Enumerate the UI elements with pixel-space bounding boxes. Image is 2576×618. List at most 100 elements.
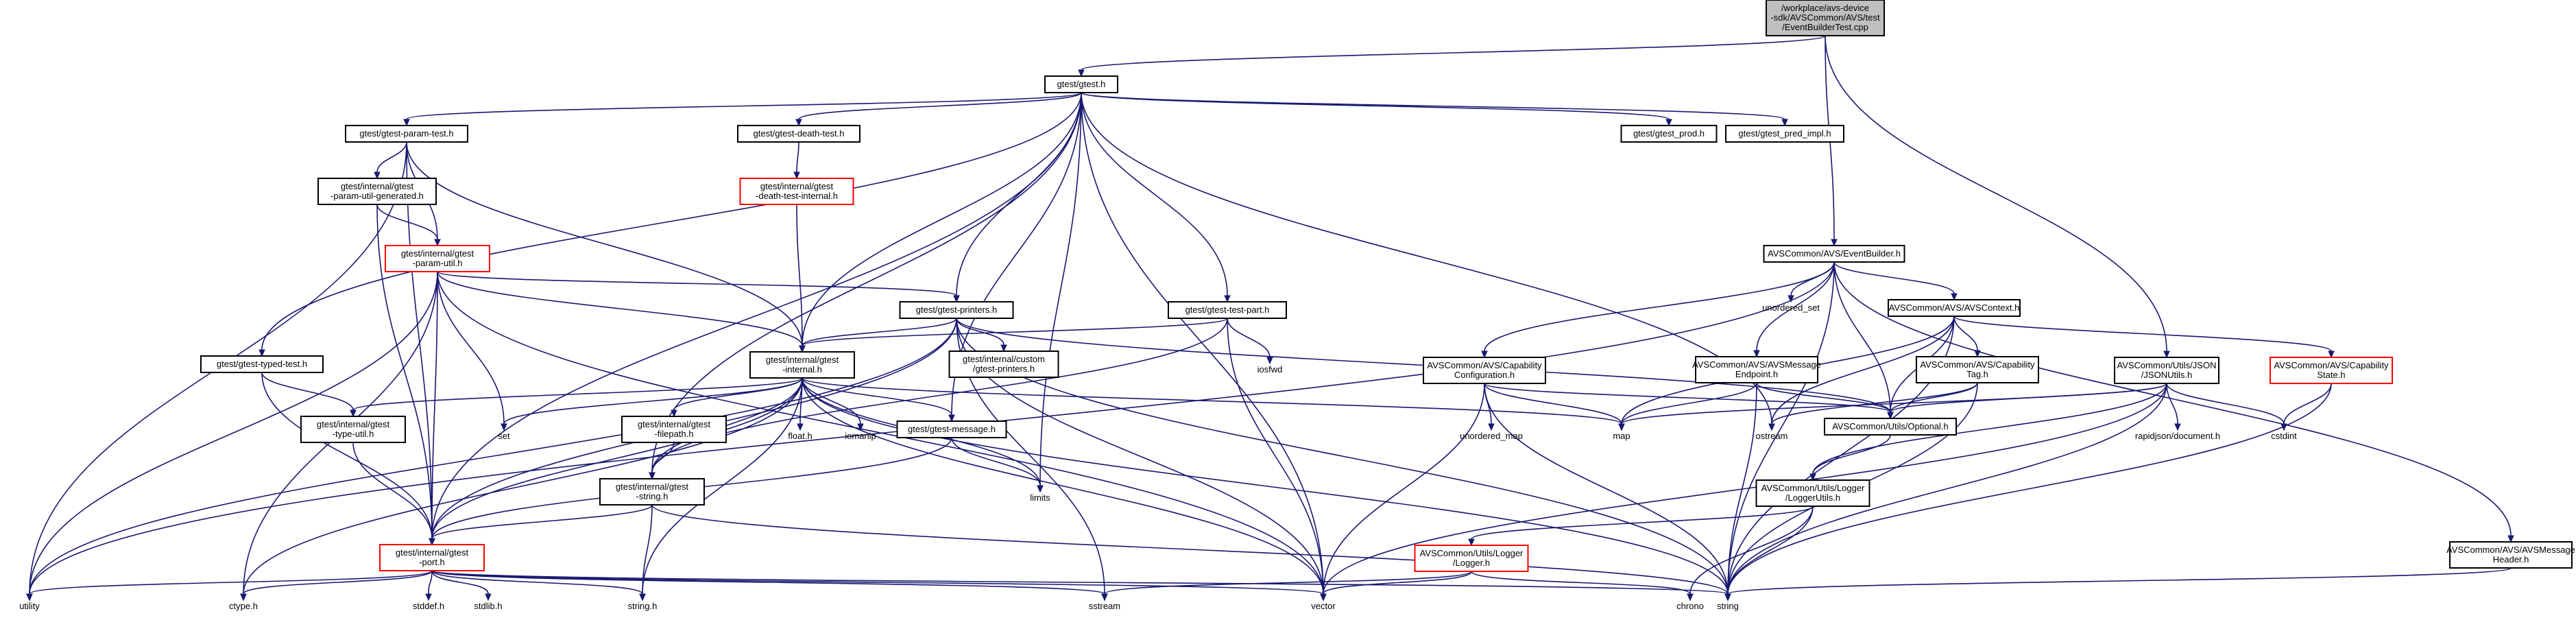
edge-type-util-to-gtest-port <box>352 442 435 546</box>
node-avscontext[interactable]: AVSCommon/AVS/AVSContext.h <box>1888 299 2021 317</box>
edge-line <box>406 141 803 346</box>
node-box <box>737 125 860 143</box>
edge-line <box>261 372 433 539</box>
edge-param-util-to-vector <box>437 271 1327 602</box>
node-loggerutils[interactable]: AVSCommon/Utils/Logger/LoggerUtils.h <box>1755 479 1870 507</box>
node-label: Tag.h <box>1966 369 1988 379</box>
node-label: rapidjson/document.h <box>2135 431 2220 441</box>
node-message[interactable]: gtest/gtest-message.h <box>896 420 1007 438</box>
node-printers[interactable]: gtest/gtest-printers.h <box>899 301 1014 319</box>
node-label: gtest/internal/gtest <box>766 355 839 365</box>
edge-arrowhead <box>799 345 806 353</box>
edge-line <box>1471 571 1691 595</box>
node-test-part[interactable]: gtest/gtest-test-part.h <box>1168 301 1287 319</box>
edge-arrowhead <box>350 409 357 418</box>
node-gtest-internal[interactable]: gtest/internal/gtest-internal.h <box>749 351 855 379</box>
node-eventbuilder-h[interactable]: AVSCommon/AVS/EventBuilder.h <box>1763 245 1905 263</box>
node-death-test[interactable]: gtest/gtest-death-test.h <box>737 125 860 143</box>
node-box <box>300 416 406 443</box>
node-label: AVSCommon/AVS/Capability <box>2274 360 2389 370</box>
node-label: /EventBuilderTest.cpp <box>1782 22 1868 32</box>
node-custom-printers[interactable]: gtest/internal/custom/gtest-printers.h <box>948 350 1059 378</box>
node-param-util[interactable]: gtest/internal/gtest-param-util.h <box>385 245 490 272</box>
node-gtest-pred-impl[interactable]: gtest/gtest_pred_impl.h <box>1725 125 1844 143</box>
edge-jsonutils-to-cstdint <box>2166 383 2287 431</box>
edge-line <box>503 377 803 425</box>
edge-message-to-limits <box>951 437 1044 493</box>
edge-line <box>1621 382 1757 425</box>
edge-arrowhead <box>1266 357 1273 365</box>
node-label: chrono <box>1676 601 1704 611</box>
node-label: ctype.h <box>229 601 258 611</box>
edge-line <box>428 570 433 595</box>
node-box <box>385 245 490 272</box>
node-param-util-generated[interactable]: gtest/internal/gtest-param-util-generate… <box>317 178 437 205</box>
edge-line <box>1081 92 1670 120</box>
edge-arrowhead <box>429 538 435 546</box>
edge-line <box>29 271 438 595</box>
node-type-util[interactable]: gtest/internal/gtest-type-util.h <box>300 416 406 443</box>
node-gtest-port[interactable]: gtest/internal/gtest-port.h <box>379 544 485 571</box>
edge-eventbuilder-h-to-avsmessage-endpoint <box>1753 261 1835 358</box>
edge-line <box>243 377 803 595</box>
node-gtest-prod[interactable]: gtest/gtest_prod.h <box>1620 125 1718 143</box>
edge-arrowhead <box>240 593 247 602</box>
node-label: AVSCommon/AVS/AVSContext.h <box>1889 302 2020 313</box>
edge-line <box>1471 506 1814 540</box>
node-root[interactable]: /workplace/avs-device-sdk/AVSCommon/AVS/… <box>1766 0 1885 36</box>
node-label: -death-test-internal.h <box>756 191 838 201</box>
node-label: State.h <box>2317 370 2345 380</box>
node-label: gtest/gtest-printers.h <box>916 305 998 315</box>
edge-line <box>1771 382 1978 425</box>
edge-avscontext-to-capability-tag <box>1953 316 1981 358</box>
edge-layer <box>26 35 2514 602</box>
node-death-test-internal[interactable]: gtest/internal/gtest-death-test-internal… <box>739 178 854 205</box>
edge-arrowhead <box>2174 423 2181 431</box>
edge-line <box>1727 506 1814 595</box>
node-typed-test[interactable]: gtest/gtest-typed-test.h <box>200 355 324 373</box>
edge-arrowhead <box>26 593 33 602</box>
node-label: AVSCommon/AVS/AVSMessage <box>2446 545 2575 555</box>
node-logger[interactable]: AVSCommon/Utils/Logger/Logger.h <box>1414 545 1529 572</box>
node-optional[interactable]: AVSCommon/Utils/Optional.h <box>1824 418 1957 436</box>
node-sstream: sstream <box>1089 601 1120 611</box>
node-param-test[interactable]: gtest/gtest-param-test.h <box>345 125 468 143</box>
edge-line <box>243 570 433 595</box>
edge-gtest-port-to-ctype <box>240 570 433 602</box>
node-box <box>896 420 1007 438</box>
node-jsonutils[interactable]: AVSCommon/Utils/JSON/JSONUtils.h <box>2114 357 2219 384</box>
node-gtest-string[interactable]: gtest/internal/gtest-string.h <box>599 478 705 506</box>
edge-line <box>437 271 803 346</box>
node-label: float.h <box>788 431 812 441</box>
edge-test-part-to-iosfwd <box>1227 318 1273 365</box>
node-box <box>1168 301 1287 319</box>
node-label: iomanip <box>845 431 876 441</box>
node-box <box>899 301 1014 319</box>
node-box <box>1695 356 1818 383</box>
edge-line <box>431 570 1729 595</box>
edge-arrowhead <box>793 171 800 180</box>
node-label: gtest/internal/gtest <box>317 419 390 429</box>
edge-arrowhead <box>1488 423 1495 431</box>
edge-line <box>1953 316 2332 352</box>
node-box <box>1888 299 2021 317</box>
edge-death-test-to-death-test-internal <box>793 141 800 180</box>
edge-line <box>802 377 1324 595</box>
edge-arrowhead <box>1618 423 1625 431</box>
node-gtest-h[interactable]: gtest/gtest.h <box>1044 75 1118 93</box>
edge-avscontext-to-capability-state <box>1953 316 2335 359</box>
edge-arrowhead <box>797 423 804 431</box>
edge-line <box>1104 571 1472 595</box>
edge-line <box>431 570 1105 595</box>
node-cstdint: cstdint <box>2271 431 2297 441</box>
node-label: stddef.h <box>413 601 444 611</box>
edge-arrowhead <box>485 593 492 602</box>
edge-line <box>798 92 1082 120</box>
node-filepath[interactable]: gtest/internal/gtest-filepath.h <box>621 416 727 443</box>
edge-arrowhead <box>1320 593 1327 602</box>
